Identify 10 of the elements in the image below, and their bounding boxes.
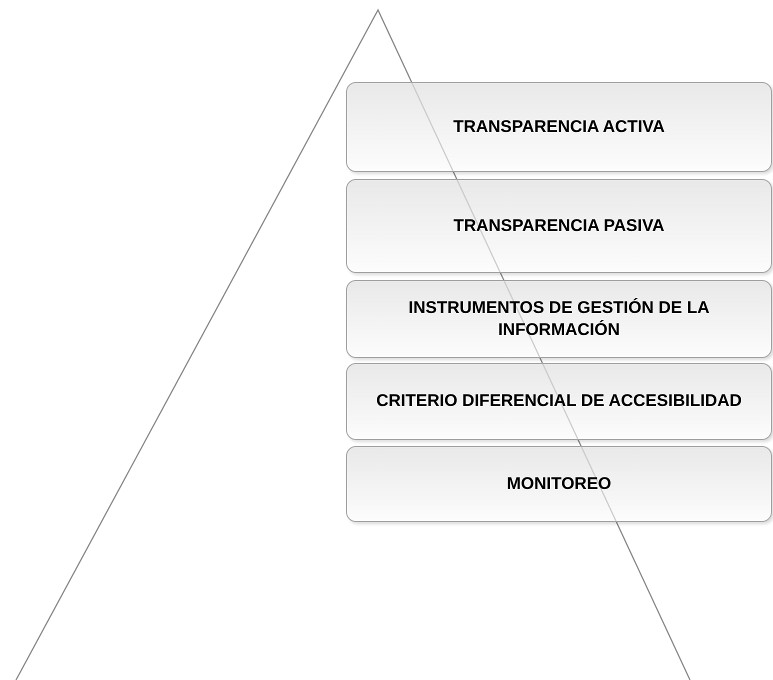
level-box: [346, 280, 772, 358]
level-label: MONITOREO: [506, 472, 612, 495]
level-label: TRANSPARENCIA ACTIVA: [452, 116, 666, 138]
level-box: [346, 82, 772, 172]
level-label: INSTRUMENTOS DE GESTIÓN DE LA INFORMACIÓN: [408, 296, 710, 341]
level-box: [346, 179, 772, 273]
level-label: CRITERIO DIFERENCIAL DE ACCESIBILIDAD: [375, 390, 743, 412]
level-label: TRANSPARENCIA PASIVA: [452, 214, 666, 237]
level-box: [346, 446, 772, 522]
level-box: [346, 363, 772, 440]
